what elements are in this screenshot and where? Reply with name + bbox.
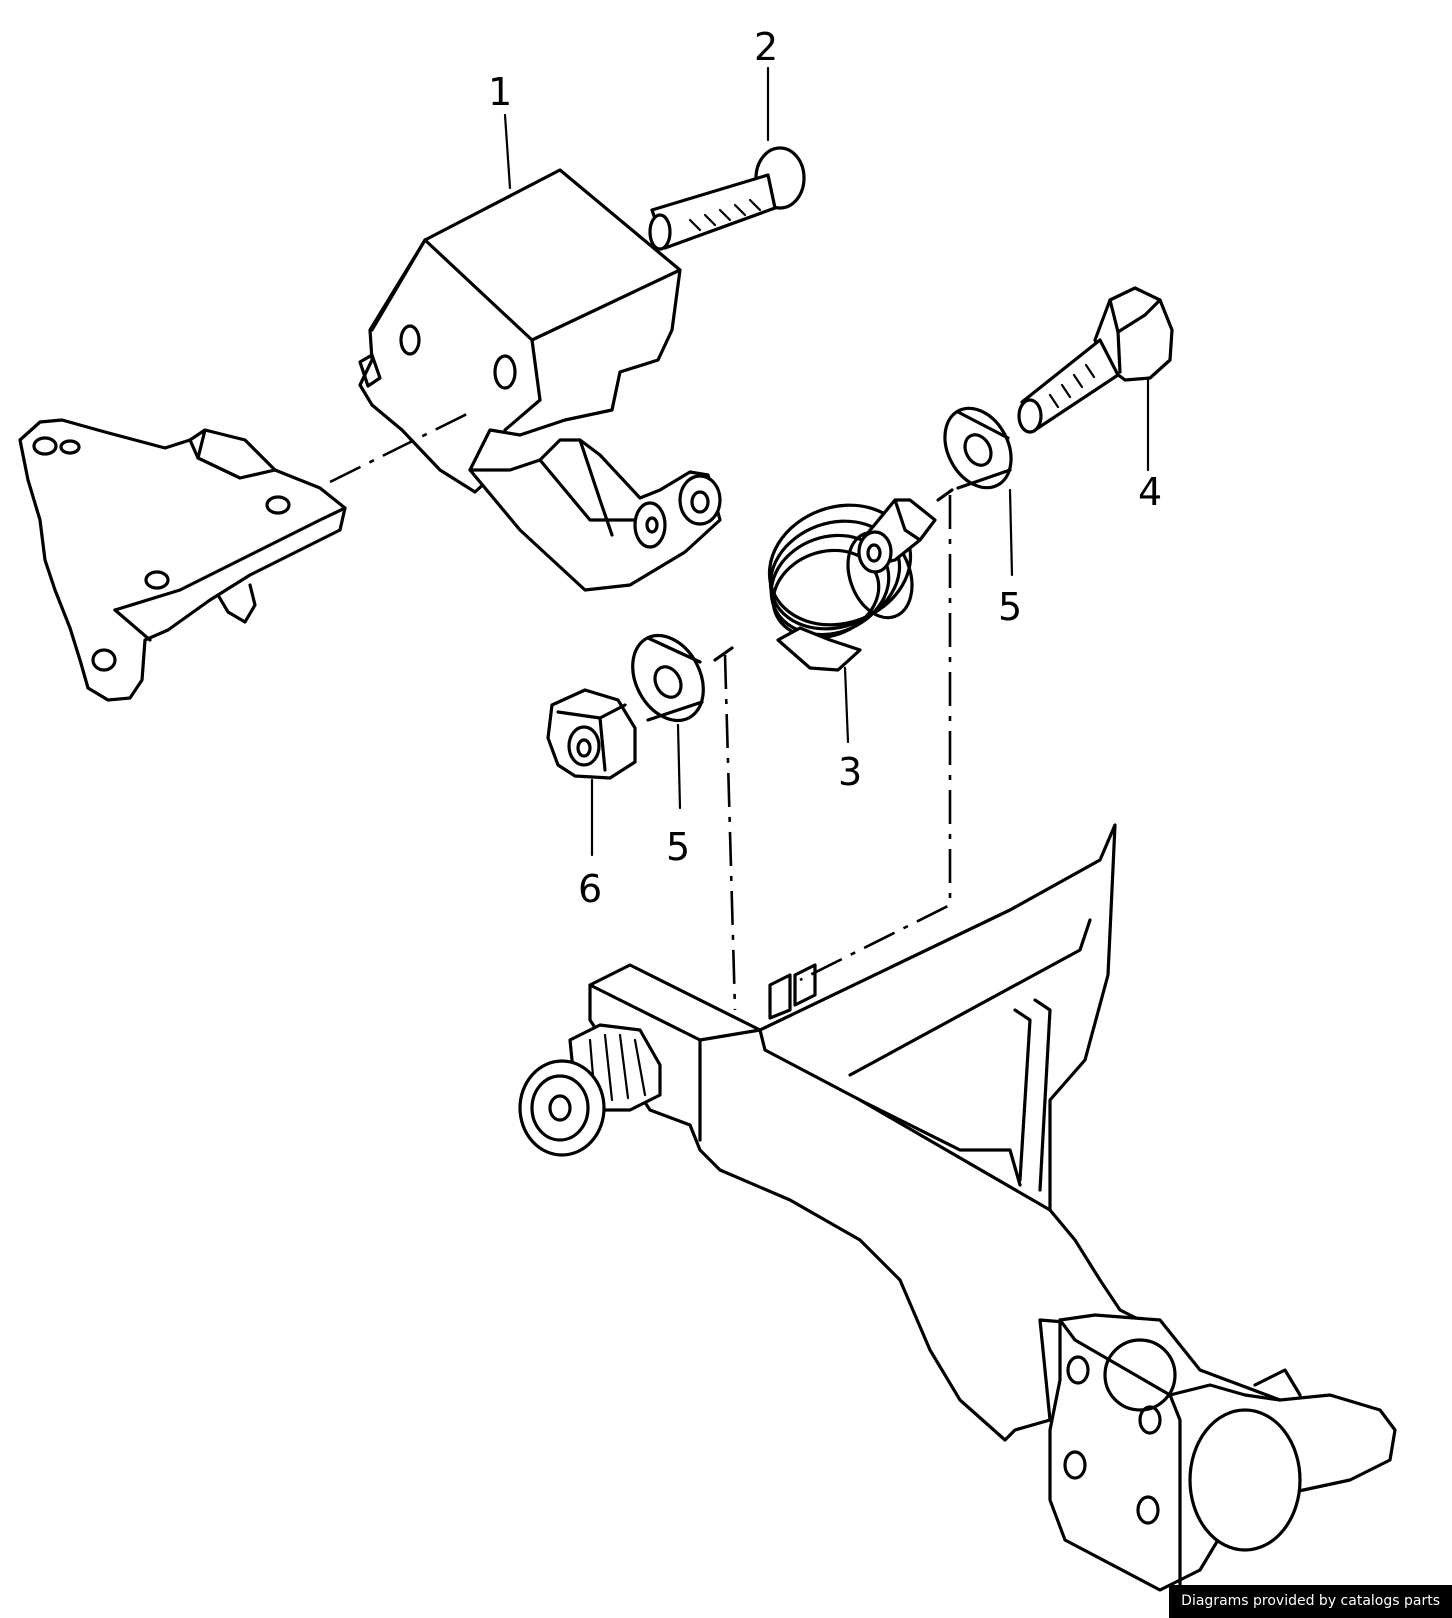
diagram-credit-label: Diagrams provided by catalogs parts	[1169, 1585, 1452, 1618]
part-5-washer-upper	[943, 406, 1013, 490]
part-2-bolt	[648, 146, 806, 251]
part-6-hex-nut	[546, 688, 637, 780]
assembly-lines	[329, 408, 954, 1011]
callout-4: 4	[1138, 470, 1162, 514]
callout-6: 6	[578, 867, 602, 911]
left-mounting-plate	[18, 418, 347, 702]
leader-lines	[503, 66, 1150, 857]
part-3-spring	[767, 498, 937, 672]
pedal-lever-assembly	[518, 823, 1397, 1602]
callout-3: 3	[838, 750, 862, 794]
callout-1: 1	[488, 70, 512, 114]
callout-5-upper: 5	[998, 585, 1022, 629]
callout-5-lower: 5	[666, 825, 690, 869]
callout-labels: 1 2 3 4 5 5 6	[488, 25, 1162, 911]
part-5-washer-lower	[631, 633, 705, 723]
callout-2: 2	[754, 25, 778, 69]
part-1-bracket-block	[358, 168, 722, 592]
part-4-hex-bolt	[1017, 286, 1174, 434]
